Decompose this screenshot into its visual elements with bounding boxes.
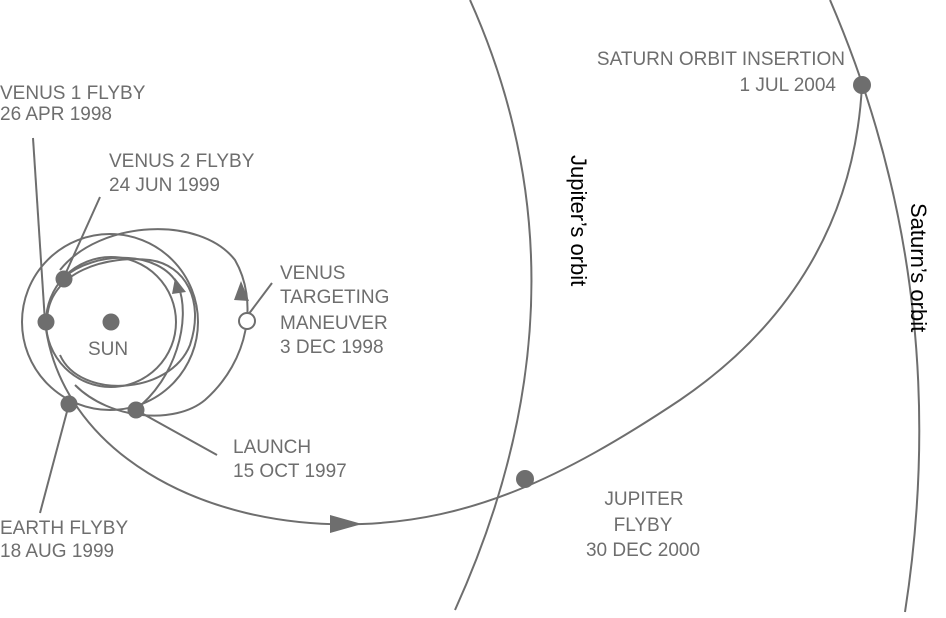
venus1-marker bbox=[37, 313, 55, 331]
earth-orbit bbox=[21, 233, 199, 411]
jupiter-flyby-line1: JUPITER bbox=[604, 489, 683, 510]
venus2-name: VENUS 2 FLYBY bbox=[109, 151, 255, 172]
venus1-name: VENUS 1 FLYBY bbox=[0, 83, 146, 104]
launch-name: LAUNCH bbox=[233, 437, 311, 458]
vtm-line3: MANEUVER bbox=[280, 313, 388, 334]
vtm-date: 3 DEC 1998 bbox=[280, 337, 384, 358]
earth-flyby-marker bbox=[60, 395, 78, 413]
jupiter-flyby-marker bbox=[516, 470, 534, 488]
vtm-line1: VENUS bbox=[280, 263, 345, 284]
saturn-insertion-date: 1 JUL 2004 bbox=[740, 75, 837, 96]
leader-launch bbox=[135, 409, 218, 456]
saturn-orbit bbox=[829, 0, 921, 613]
venus2-date: 24 JUN 1999 bbox=[109, 175, 220, 196]
saturn-orbit-label: Saturn’s orbit bbox=[906, 203, 931, 332]
earth-flyby-date: 18 AUG 1999 bbox=[0, 541, 114, 562]
arrow-loop-inner bbox=[172, 278, 186, 294]
jupiter-flyby-date: 30 DEC 2000 bbox=[586, 540, 700, 561]
jupiter-flyby-line2: FLYBY bbox=[614, 515, 673, 536]
leader-earth bbox=[39, 403, 70, 514]
leader-vtm bbox=[247, 282, 273, 316]
trajectory-outbound bbox=[44, 84, 863, 526]
earth-flyby-name: EARTH FLYBY bbox=[0, 518, 128, 539]
vtm-marker bbox=[238, 312, 256, 330]
launch-date: 15 OCT 1997 bbox=[233, 461, 347, 482]
arrow-outbound bbox=[330, 515, 362, 533]
sun-label: SUN bbox=[88, 339, 128, 360]
arrow-loop-right bbox=[234, 281, 249, 301]
leader-venus2 bbox=[63, 196, 101, 278]
saturn-insertion-name: SATURN ORBIT INSERTION bbox=[597, 49, 845, 70]
launch-marker bbox=[127, 401, 145, 419]
jupiter-orbit bbox=[454, 0, 533, 611]
jupiter-orbit-label: Jupiter’s orbit bbox=[566, 155, 591, 286]
leader-venus1 bbox=[32, 137, 46, 323]
saturn-insertion-marker bbox=[853, 76, 871, 94]
trajectory-loop-2 bbox=[59, 228, 249, 417]
trajectory-loop-1 bbox=[46, 258, 196, 387]
vtm-line2: TARGETING bbox=[280, 287, 389, 308]
venus2-marker bbox=[55, 270, 73, 288]
trajectory-loop-3 bbox=[62, 256, 184, 411]
sun-marker bbox=[102, 313, 120, 331]
venus1-date: 26 APR 1998 bbox=[0, 104, 112, 125]
